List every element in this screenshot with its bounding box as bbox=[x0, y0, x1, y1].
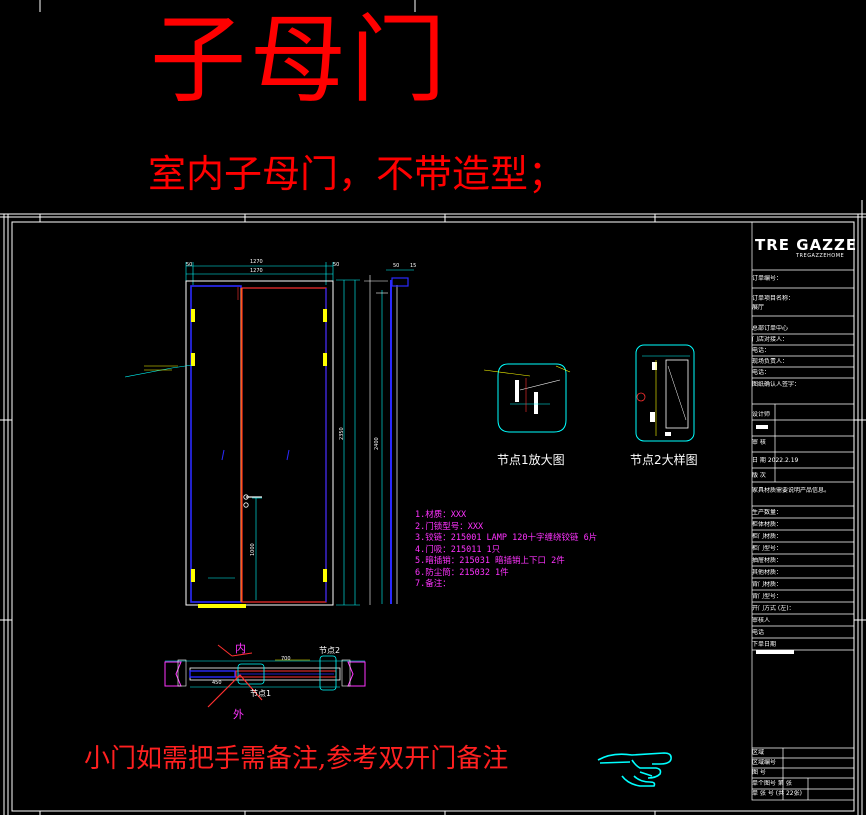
dim-plan-left: 450 bbox=[212, 680, 222, 686]
dim-right-small: 50 bbox=[333, 262, 340, 268]
dim-side-top-a: 50 bbox=[393, 263, 400, 269]
dim-top-total: 1270 bbox=[250, 259, 263, 265]
tb-row: 总部订单中心 bbox=[752, 325, 789, 332]
tb-row: 电话 bbox=[752, 629, 765, 636]
tb-row: 门店对接人： bbox=[752, 336, 789, 343]
node1-caption: 节点1放大图 bbox=[497, 453, 565, 467]
title-block-frame bbox=[751, 221, 855, 801]
tb-row: 柜体材质： bbox=[752, 521, 783, 528]
page-title: 子母门 bbox=[150, 4, 450, 116]
title-block: 订单编号： 订单项目名称： 展厅 总部订单中心 门店对接人： 电话： 现场负责人… bbox=[752, 222, 854, 800]
tb-row: 生产数量： bbox=[752, 509, 783, 516]
tb-row: 日 期 2022.2.19 bbox=[752, 457, 799, 464]
tb-row: 区域编号 bbox=[752, 759, 777, 766]
note-line: 7.备注： bbox=[415, 579, 451, 589]
tb-row: 单 张 号 (共 22张) bbox=[752, 790, 802, 797]
tb-row: 单个图号 第 张 bbox=[752, 780, 792, 787]
tb-row: 图纸确认人签字： bbox=[752, 381, 801, 388]
dim-left-small: 50 bbox=[186, 262, 193, 268]
plan-label-node1: 节点1 bbox=[250, 689, 272, 698]
note-line: 3.铰链：215001 LAMP 120十字缠绕铰链 6片 bbox=[415, 533, 598, 543]
tb-row: 审 核 bbox=[752, 439, 766, 446]
dim-plan-width: 700 bbox=[281, 656, 291, 662]
tb-row: 订单项目名称： bbox=[752, 295, 795, 302]
tb-row: 电话： bbox=[752, 347, 771, 354]
note-line: 2.门锁型号：XXX bbox=[415, 521, 484, 532]
tb-row: 背门型号： bbox=[752, 593, 783, 600]
brand-logo-sub: TREGAZZEHOME bbox=[796, 253, 845, 259]
tb-row: 展厅 bbox=[752, 304, 765, 311]
node2-caption: 节点2大样图 bbox=[630, 453, 698, 467]
tb-row: 开门方式 (左)： bbox=[752, 605, 795, 612]
tb-row: 柜门材质： bbox=[752, 533, 783, 540]
order-date-mark bbox=[756, 650, 794, 654]
tb-row: 订单编号： bbox=[752, 275, 783, 282]
designer-mark bbox=[756, 425, 768, 429]
tb-row: 版 次 bbox=[752, 472, 766, 479]
tb-row: 设计师 bbox=[752, 411, 771, 418]
note-line: 1.材质：XXX bbox=[415, 510, 467, 520]
plan-label-node2: 节点2 bbox=[319, 646, 341, 655]
note-line: 6.防尘筒：215032 1件 bbox=[415, 567, 509, 578]
tb-row: 抽屉材质： bbox=[752, 557, 783, 564]
dim-side-top-b: 15 bbox=[410, 263, 417, 269]
tb-row: 柜门型号： bbox=[752, 545, 783, 552]
tb-row: 家具材质需要说明产品信息。 bbox=[752, 487, 831, 494]
tb-row: 下单日期 bbox=[752, 641, 777, 648]
tb-row: 审核人 bbox=[752, 617, 771, 624]
note-line: 5.暗插销：215031 暗插销上下口 2件 bbox=[415, 556, 565, 566]
tb-row: 背门材质： bbox=[752, 581, 783, 588]
door-side-section bbox=[364, 269, 414, 605]
pointing-hand-icon bbox=[597, 752, 672, 787]
material-notes: 1.材质：XXX 2.门锁型号：XXX 3.铰链：215001 LAMP 120… bbox=[415, 510, 597, 591]
tb-row: 其他材质： bbox=[752, 569, 783, 576]
dim-top-sub: 1270 bbox=[250, 268, 263, 274]
plan-label-outer: 外 bbox=[233, 708, 244, 721]
tb-row: 图 号 bbox=[752, 769, 766, 776]
node2-detail bbox=[635, 344, 695, 442]
door-elevation bbox=[124, 262, 360, 608]
note-line: 4.门吸：215011 1只 bbox=[415, 544, 501, 555]
bottom-note: 小门如需把手需备注,参考双开门备注 bbox=[84, 744, 509, 774]
door-plan-view bbox=[164, 644, 366, 708]
dim-height-main: 2350 bbox=[339, 427, 345, 440]
dim-height-frame: 2400 bbox=[374, 437, 380, 450]
node1-detail bbox=[483, 363, 571, 433]
tb-row: 区域 bbox=[752, 749, 765, 756]
dim-handle-height: 1000 bbox=[250, 543, 256, 556]
tb-row: 现场负责人： bbox=[752, 358, 789, 365]
tb-row: 电话： bbox=[752, 369, 771, 376]
plan-label-inner: 内 bbox=[235, 642, 246, 655]
brand-logo: TRE GAZZE bbox=[755, 236, 858, 254]
page-subtitle: 室内子母门，不带造型； bbox=[148, 152, 567, 196]
